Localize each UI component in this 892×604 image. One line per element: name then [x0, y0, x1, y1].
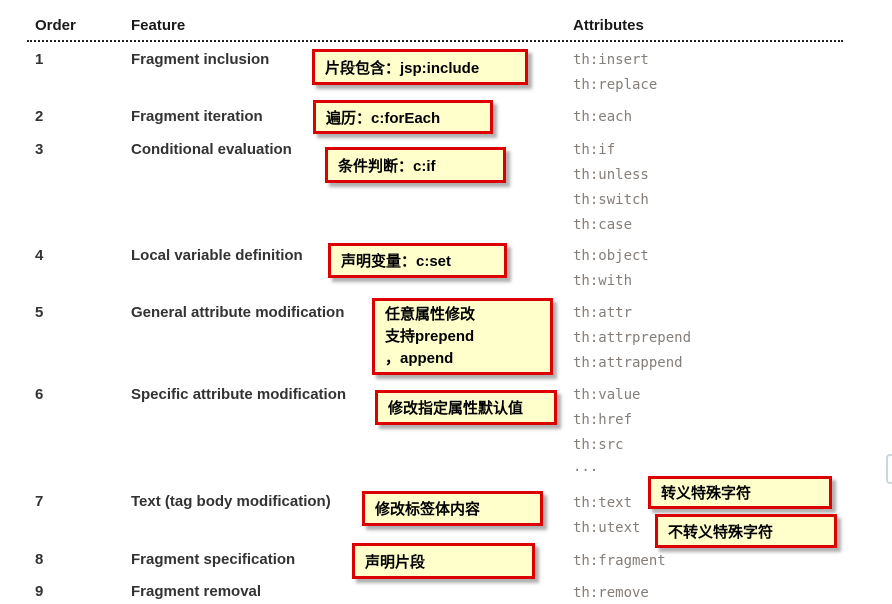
order-cell: 9 — [35, 583, 44, 600]
attribute-item: th:unless — [573, 167, 649, 183]
attribute-item: th:fragment — [573, 553, 666, 569]
order-cell: 8 — [35, 551, 44, 568]
attribute-item: th:if — [573, 142, 616, 158]
annotation-text: 转义特殊字符 — [661, 485, 752, 502]
attribute-item: th:with — [573, 273, 633, 289]
annotation-text-line: 任意属性修改 — [385, 305, 476, 323]
annotation-text: 不转义特殊字符 — [668, 523, 774, 541]
order-cell: 2 — [35, 108, 44, 125]
attribute-item: th:src — [573, 437, 624, 453]
attribute-item: th:replace — [573, 77, 658, 93]
attribute-item: th:attrappend — [573, 355, 683, 371]
feature-cell: Specific attribute modification — [131, 386, 347, 403]
attribute-item: th:case — [573, 217, 633, 233]
attribute-item: th:value — [573, 387, 641, 403]
feature-cell: Fragment inclusion — [131, 51, 270, 68]
annotation-text: 声明片段 — [365, 553, 426, 571]
annotation-conditional-evaluation: 条件判断：c:if — [325, 147, 506, 183]
feature-cell: Conditional evaluation — [131, 141, 292, 158]
annotation-text: 修改指定属性默认值 — [388, 400, 524, 417]
order-cell: 3 — [35, 141, 44, 158]
attribute-item: th:attr — [573, 305, 633, 321]
attribute-item: th:utext — [573, 520, 641, 536]
annotation-text-line: 支持prepend — [385, 327, 475, 345]
order-cell: 1 — [35, 51, 44, 68]
order-cell: 5 — [35, 304, 44, 321]
attribute-item: th:href — [573, 412, 633, 428]
attribute-item: th:attrprepend — [573, 330, 692, 346]
annotation-unescaped-text: 不转义特殊字符 — [655, 514, 837, 548]
annotation-text: 片段包含：jsp:include — [325, 59, 480, 77]
order-cell: 6 — [35, 386, 44, 403]
annotation-local-variable: 声明变量：c:set — [328, 243, 507, 278]
annotation-specific-attribute: 修改指定属性默认值 — [375, 390, 557, 425]
attribute-item: th:switch — [573, 192, 649, 208]
attribute-item: th:insert — [573, 52, 649, 68]
feature-cell: Fragment removal — [131, 583, 262, 600]
column-header-feature: Feature — [131, 17, 186, 34]
attribute-item: th:text — [573, 495, 633, 511]
attribute-item: th:remove — [573, 585, 649, 601]
annotation-text: 修改标签体内容 — [375, 501, 481, 518]
attribute-item: th:object — [573, 248, 649, 264]
header-divider — [27, 40, 843, 42]
annotation-text-line: ，append — [385, 349, 454, 367]
column-header-attributes: Attributes — [573, 17, 644, 34]
feature-cell: Local variable definition — [131, 247, 303, 264]
annotation-fragment-iteration: 遍历：c:forEach — [313, 100, 493, 134]
annotation-text-modification: 修改标签体内容 — [362, 491, 543, 526]
attribute-item: ... — [573, 459, 599, 475]
attribute-item: th:each — [573, 109, 633, 125]
feature-cell: Fragment iteration — [131, 108, 263, 125]
feature-cell: General attribute modification — [131, 304, 345, 321]
feature-cell: Fragment specification — [131, 551, 296, 568]
annotation-fragment-specification: 声明片段 — [352, 543, 535, 579]
order-cell: 4 — [35, 247, 44, 264]
annotation-escaped-text: 转义特殊字符 — [648, 476, 832, 509]
annotation-fragment-inclusion: 片段包含：jsp:include — [312, 49, 528, 85]
cutoff-box-outline — [886, 454, 892, 484]
annotation-text: 遍历：c:forEach — [326, 109, 441, 127]
annotation-general-attribute: 任意属性修改 支持prepend ，append — [372, 298, 553, 375]
order-cell: 7 — [35, 493, 44, 510]
feature-cell: Text (tag body modification) — [131, 493, 331, 510]
annotation-text: 声明变量：c:set — [341, 253, 452, 270]
column-header-order: Order — [35, 17, 76, 34]
annotation-text: 条件判断：c:if — [338, 157, 436, 175]
